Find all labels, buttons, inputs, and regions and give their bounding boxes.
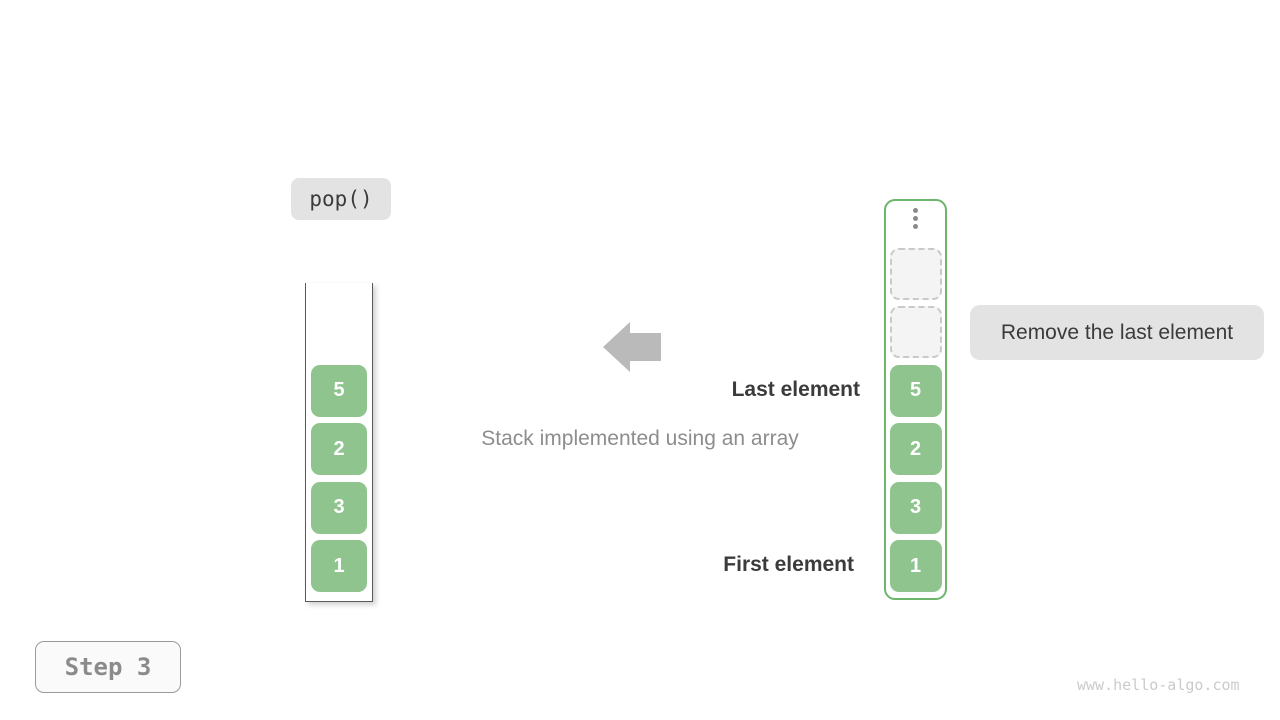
empty-slot (889, 247, 942, 300)
first-element-label: First element (723, 553, 854, 576)
vertical-ellipsis-icon (913, 208, 918, 241)
array-container: 5 2 3 1 (884, 199, 947, 600)
operation-badge: pop() (291, 178, 391, 220)
array-cell: 5 (889, 364, 942, 417)
stack-cell: 2 (311, 423, 367, 475)
action-annotation-badge: Remove the last element (970, 305, 1264, 360)
array-cell: 3 (889, 481, 942, 534)
array-cell: 1 (889, 540, 942, 592)
last-element-label: Last element (731, 378, 860, 401)
empty-slot (889, 306, 942, 358)
stack-cell: 3 (311, 481, 367, 534)
array-cell: 2 (889, 423, 942, 475)
stack-container: 5 2 3 1 (305, 283, 373, 602)
stack-cell: 1 (311, 540, 367, 592)
stack-cell: 5 (311, 364, 367, 417)
ellipsis-dot (913, 208, 918, 213)
watermark: www.hello-algo.com (1077, 676, 1240, 694)
ellipsis-dot (913, 224, 918, 229)
step-badge: Step 3 (35, 641, 181, 693)
left-arrow-icon (603, 322, 661, 372)
ellipsis-dot (913, 216, 918, 221)
diagram-caption: Stack implemented using an array (481, 427, 799, 450)
